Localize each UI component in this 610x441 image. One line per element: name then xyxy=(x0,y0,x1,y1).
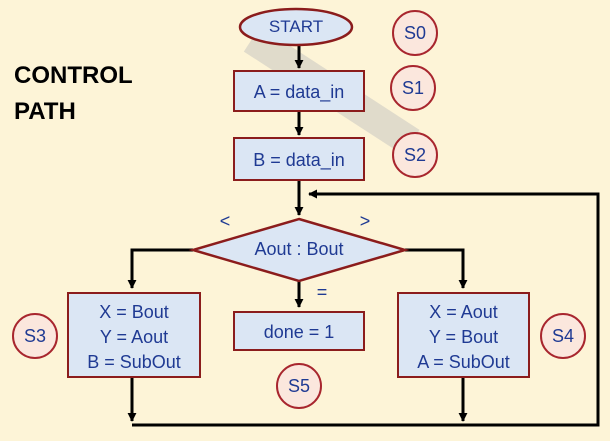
start-label: START xyxy=(268,17,324,36)
less-than-label: < xyxy=(219,211,231,231)
greater-branch-line-2: Y = Bout xyxy=(428,327,499,347)
assign-a-box: A = data_in xyxy=(233,70,365,112)
less-branch-box: X = Bout Y = Aout B = SubOut xyxy=(67,292,201,378)
state-s1: S1 xyxy=(390,65,436,111)
state-s2: S2 xyxy=(392,132,438,178)
assign-b-box: B = data_in xyxy=(233,137,365,181)
assign-b-label: B = data_in xyxy=(253,150,345,170)
start-node xyxy=(238,7,354,47)
state-s4: S4 xyxy=(540,313,586,359)
greater-than-label: > xyxy=(359,211,371,231)
page-title: CONTROL PATH xyxy=(14,58,133,130)
loop-back-line xyxy=(132,189,600,427)
done-label: done = 1 xyxy=(263,322,335,342)
compare-label: Aout : Bout xyxy=(254,239,344,259)
greater-branch-line-1: X = Aout xyxy=(429,302,498,322)
done-box: done = 1 xyxy=(233,311,365,351)
state-s3: S3 xyxy=(12,313,58,359)
arrow-greater-branch xyxy=(405,248,468,289)
assign-a-label: A = data_in xyxy=(253,82,345,102)
greater-branch-line-3: A = SubOut xyxy=(417,352,510,372)
title-line-1: CONTROL xyxy=(14,62,133,89)
state-s0: S0 xyxy=(392,10,438,56)
state-s5: S5 xyxy=(276,363,322,409)
title-line-2: PATH xyxy=(14,98,76,125)
less-branch-line-2: Y = Aout xyxy=(99,327,169,347)
less-branch-line-1: X = Bout xyxy=(99,302,169,322)
greater-branch-box: X = Aout Y = Bout A = SubOut xyxy=(397,292,530,378)
compare-decision xyxy=(188,217,410,283)
equal-label: = xyxy=(316,282,328,302)
arrow-less-branch xyxy=(127,248,193,289)
less-branch-line-3: B = SubOut xyxy=(87,352,181,372)
